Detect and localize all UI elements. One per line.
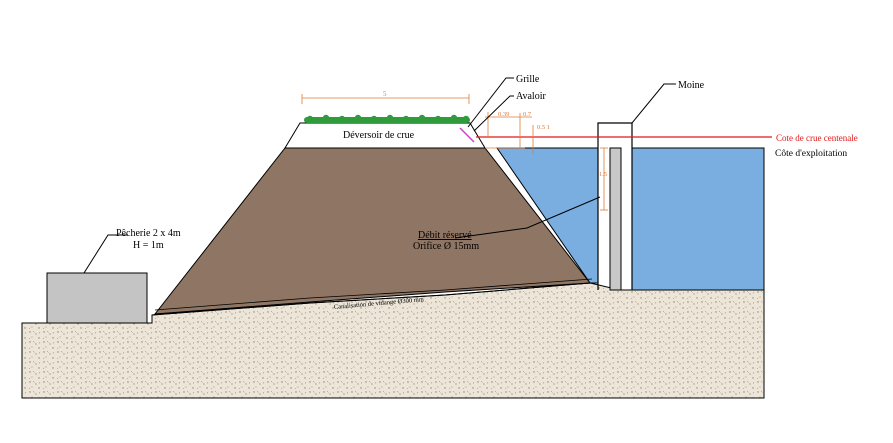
pecherie-box [46, 272, 148, 324]
dimension-lines [301, 94, 608, 211]
grass-strip [304, 114, 470, 123]
operating-level-label: Côte d'exploitation [775, 149, 847, 159]
debit-label-1: Débit réservé [418, 230, 472, 241]
moine-wall [609, 147, 622, 291]
drain-pipe [151, 282, 598, 316]
dim-07: 0.7 [523, 111, 532, 118]
dim-051: 0.5 1 [537, 124, 550, 131]
moine-outline [597, 122, 633, 290]
avaloir-mark [459, 127, 475, 143]
pecherie-label-2: H = 1m [133, 240, 164, 251]
dim-039: 0.39 [498, 111, 509, 118]
flood-level-label: Cote de crue centenale [776, 133, 858, 143]
deversoir-label: Déversoir de crue [343, 130, 415, 141]
avaloir-label: Avaloir [516, 91, 546, 102]
pecherie-label-1: Pêcherie 2 x 4m [116, 228, 181, 239]
reservoir-water-right [631, 147, 765, 291]
debit-label-2: Orifice Ø 15mm [413, 241, 479, 252]
dim-15: 1.5 [599, 171, 607, 178]
moine-label: Moine [678, 80, 705, 91]
dim-deversoir-width: 5 [383, 90, 387, 98]
drain-pipe-top [154, 278, 593, 311]
leader-lines [83, 77, 676, 274]
grille-label: Grille [516, 74, 540, 85]
